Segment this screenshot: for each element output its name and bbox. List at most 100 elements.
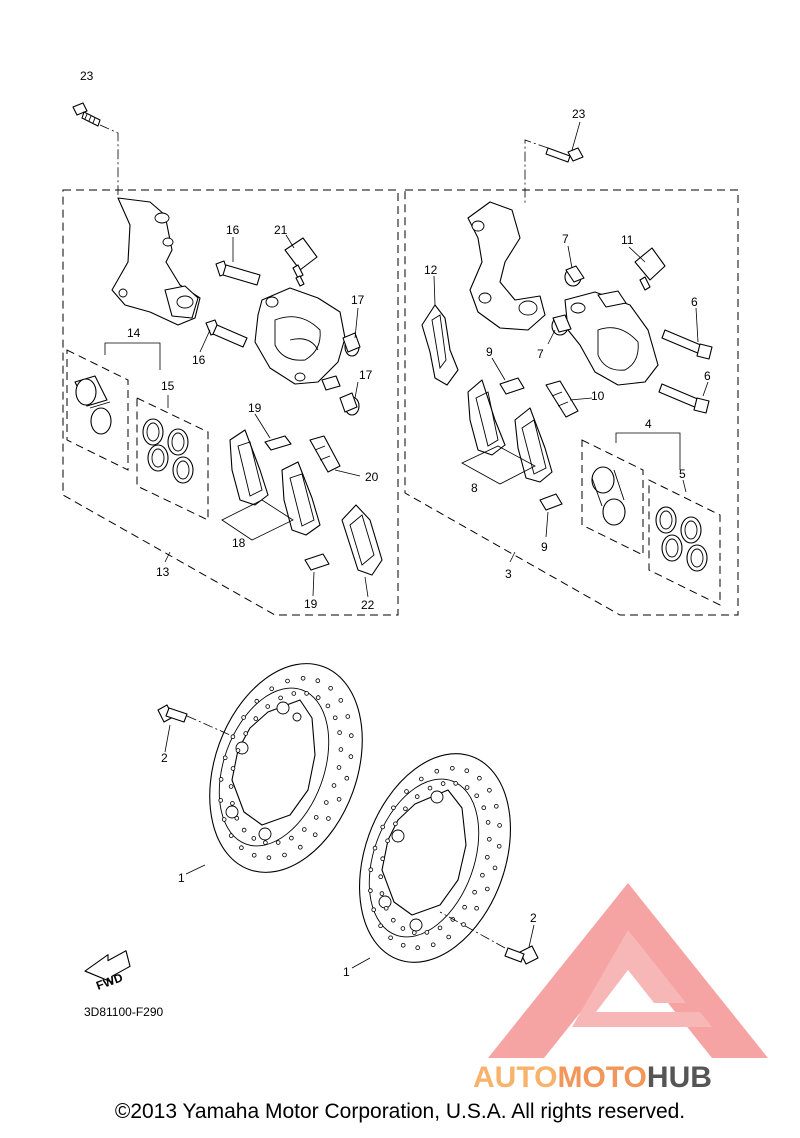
pad-clip-19-lower	[304, 553, 330, 571]
vent-hole	[251, 852, 257, 858]
brake-disc-left	[209, 663, 363, 873]
vent-hole	[446, 934, 452, 940]
vent-hole	[492, 865, 498, 871]
vent-hole	[487, 787, 492, 793]
brake-pad-8-a	[467, 379, 506, 456]
vent-hole	[493, 803, 499, 809]
disc-bolt-2-right	[439, 911, 539, 965]
right-caliper-group	[404, 121, 739, 616]
pin-16-upper	[215, 260, 261, 286]
vent-hole	[312, 832, 318, 838]
vent-hole	[496, 843, 502, 849]
label-2-left: 2	[161, 751, 168, 765]
vent-hole	[218, 777, 224, 782]
vent-hole	[437, 925, 443, 931]
watermark-logo	[488, 883, 768, 1058]
vent-hole	[371, 907, 377, 912]
label-4: 4	[645, 417, 652, 431]
vent-hole	[336, 796, 342, 802]
vent-hole	[315, 695, 321, 700]
vent-hole	[474, 905, 479, 911]
label-9-upper: 9	[486, 345, 493, 359]
vent-hole	[481, 805, 487, 810]
vent-hole	[328, 685, 333, 691]
part-labels: 23 23 16 16 21 17 17 14 15 19 20 18 13 1…	[80, 69, 711, 1019]
vent-hole	[484, 886, 490, 892]
vent-hole	[235, 748, 241, 753]
vent-hole	[332, 715, 338, 721]
pin-16-lower	[205, 319, 248, 348]
vent-hole	[263, 840, 268, 845]
label-19-upper: 19	[248, 401, 262, 415]
vent-hole	[497, 823, 502, 828]
label-6-lower: 6	[704, 369, 711, 383]
vent-hole	[291, 691, 297, 696]
vent-hole	[251, 836, 257, 841]
vent-hole	[315, 678, 321, 683]
bolt-23-left	[72, 102, 101, 127]
piston-set-4	[591, 466, 626, 526]
vent-hole	[449, 765, 455, 771]
label-20: 20	[365, 470, 379, 484]
watermark-text-auto: AUTO	[473, 1061, 557, 1094]
pad-spring-12	[421, 304, 459, 386]
vent-hole	[243, 731, 249, 736]
vent-hole	[234, 815, 240, 821]
vent-hole	[418, 776, 424, 782]
vent-hole	[218, 798, 224, 803]
vent-hole	[403, 806, 408, 812]
label-14: 14	[127, 326, 141, 340]
label-16-upper: 16	[226, 223, 240, 237]
pad-spring-20	[309, 435, 341, 473]
vent-hole	[440, 781, 446, 786]
vent-hole	[285, 678, 290, 684]
vent-hole	[254, 698, 260, 704]
fwd-arrow-icon: FWD	[84, 950, 131, 993]
vent-hole	[300, 675, 306, 681]
vent-hole	[348, 733, 354, 738]
label-9-lower: 9	[541, 540, 548, 554]
label-23-left: 23	[80, 69, 94, 83]
vent-hole	[228, 784, 234, 789]
pad-clip-9-lower	[539, 493, 563, 511]
label-7-upper: 7	[562, 232, 569, 246]
piston-seal-kit-5	[655, 506, 708, 572]
label-1-left: 1	[178, 871, 185, 885]
vent-hole	[297, 844, 303, 850]
vent-hole	[430, 942, 436, 948]
pin-6-lower	[658, 383, 710, 414]
vent-hole	[230, 734, 236, 739]
vent-hole	[265, 704, 271, 709]
caliper-body-left	[254, 287, 346, 391]
label-5: 5	[679, 467, 686, 481]
label-3: 3	[505, 567, 512, 581]
vent-hole	[486, 836, 492, 842]
vent-hole	[282, 852, 287, 858]
vent-hole	[400, 942, 406, 948]
bleeder-11-right	[634, 247, 666, 291]
watermark-text-hub: HUB	[647, 1061, 712, 1094]
label-18: 18	[232, 536, 246, 550]
label-17-lower: 17	[359, 368, 373, 382]
vent-hole	[230, 801, 235, 806]
vent-hole	[464, 768, 470, 773]
vent-hole	[411, 930, 417, 935]
vent-hole	[388, 935, 393, 941]
vent-hole	[253, 716, 259, 721]
vent-hole	[427, 785, 433, 791]
vent-hole	[275, 840, 281, 845]
svg-text:AUTOMOTOHUB: AUTOMOTOHUB	[473, 1061, 712, 1094]
vent-hole	[453, 781, 459, 786]
vent-hole	[301, 827, 307, 832]
vent-hole	[472, 889, 477, 895]
label-21: 21	[274, 223, 288, 237]
vent-hole	[393, 821, 398, 827]
vent-hole	[368, 867, 374, 872]
vent-hole	[313, 815, 319, 820]
vent-hole	[338, 698, 344, 703]
vent-hole	[380, 856, 386, 861]
vent-hole	[414, 794, 420, 799]
disc-holes-left	[218, 675, 354, 860]
vent-hole	[337, 730, 342, 735]
